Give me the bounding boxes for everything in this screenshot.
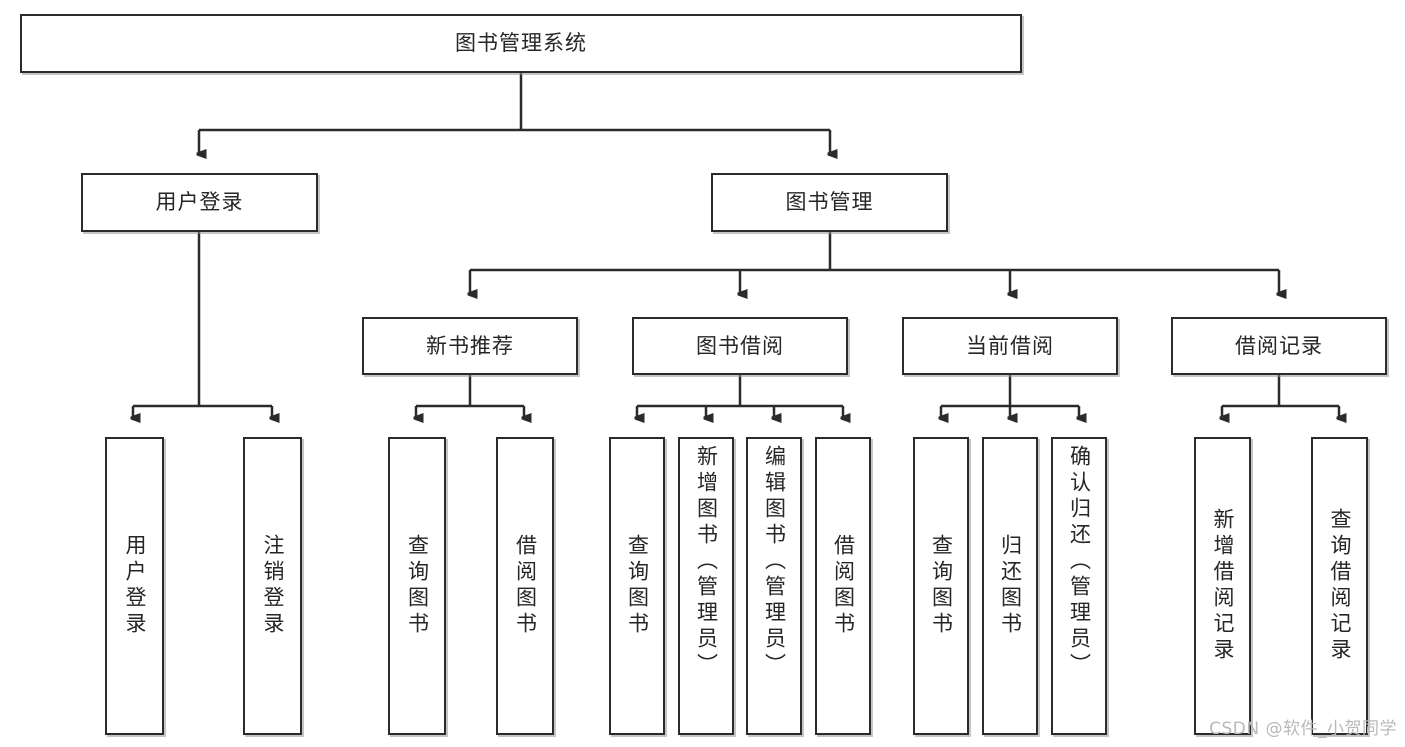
node-label: 查询借阅记录 (1328, 508, 1352, 664)
leaf-record-add-record[interactable]: 新增借阅记录 (1194, 437, 1251, 735)
node-current-borrow[interactable]: 当前借阅 (902, 317, 1118, 375)
node-label: 查询图书 (405, 534, 430, 638)
node-user-login[interactable]: 用户登录 (81, 173, 318, 232)
node-label: 图书管理 (785, 190, 874, 215)
leaf-borrow-query-book[interactable]: 查询图书 (609, 437, 665, 735)
node-label: 查询图书 (929, 534, 954, 638)
node-label: 新书推荐 (426, 333, 514, 358)
node-label: 编辑图书（管理员） (762, 445, 787, 679)
watermark-text: CSDN @软件_小贺同学 (1209, 719, 1397, 739)
leaf-current-return-book[interactable]: 归还图书 (982, 437, 1038, 735)
node-label: 当前借阅 (966, 333, 1054, 358)
node-root-system[interactable]: 图书管理系统 (20, 14, 1022, 73)
node-label: 确认归还（管理员） (1067, 445, 1092, 679)
node-label: 图书借阅 (696, 333, 784, 358)
node-book-management[interactable]: 图书管理 (711, 173, 948, 232)
node-label: 图书管理系统 (455, 31, 587, 56)
node-label: 新增借阅记录 (1211, 508, 1235, 664)
leaf-borrow-borrow-book[interactable]: 借阅图书 (815, 437, 871, 735)
leaf-user-login-logout[interactable]: 注销登录 (243, 437, 302, 735)
leaf-recommend-query-book[interactable]: 查询图书 (388, 437, 446, 735)
node-label: 用户登录 (123, 534, 147, 638)
node-label: 查询图书 (625, 534, 650, 638)
node-label: 注销登录 (261, 534, 285, 638)
node-new-book-recommend[interactable]: 新书推荐 (362, 317, 578, 375)
leaf-record-query-record[interactable]: 查询借阅记录 (1311, 437, 1368, 735)
node-label: 新增图书（管理员） (694, 445, 719, 679)
leaf-user-login-login[interactable]: 用户登录 (105, 437, 164, 735)
leaf-borrow-edit-book-admin[interactable]: 编辑图书（管理员） (746, 437, 802, 735)
leaf-recommend-borrow-book[interactable]: 借阅图书 (496, 437, 554, 735)
leaf-current-query-book[interactable]: 查询图书 (913, 437, 969, 735)
node-label: 借阅图书 (831, 534, 856, 638)
node-book-borrow[interactable]: 图书借阅 (632, 317, 848, 375)
node-label: 借阅记录 (1235, 333, 1323, 358)
node-label: 归还图书 (998, 534, 1023, 638)
leaf-current-confirm-return-admin[interactable]: 确认归还（管理员） (1051, 437, 1107, 735)
node-label: 借阅图书 (513, 534, 538, 638)
node-borrow-record[interactable]: 借阅记录 (1171, 317, 1387, 375)
leaf-borrow-add-book-admin[interactable]: 新增图书（管理员） (678, 437, 734, 735)
node-label: 用户登录 (155, 190, 244, 215)
